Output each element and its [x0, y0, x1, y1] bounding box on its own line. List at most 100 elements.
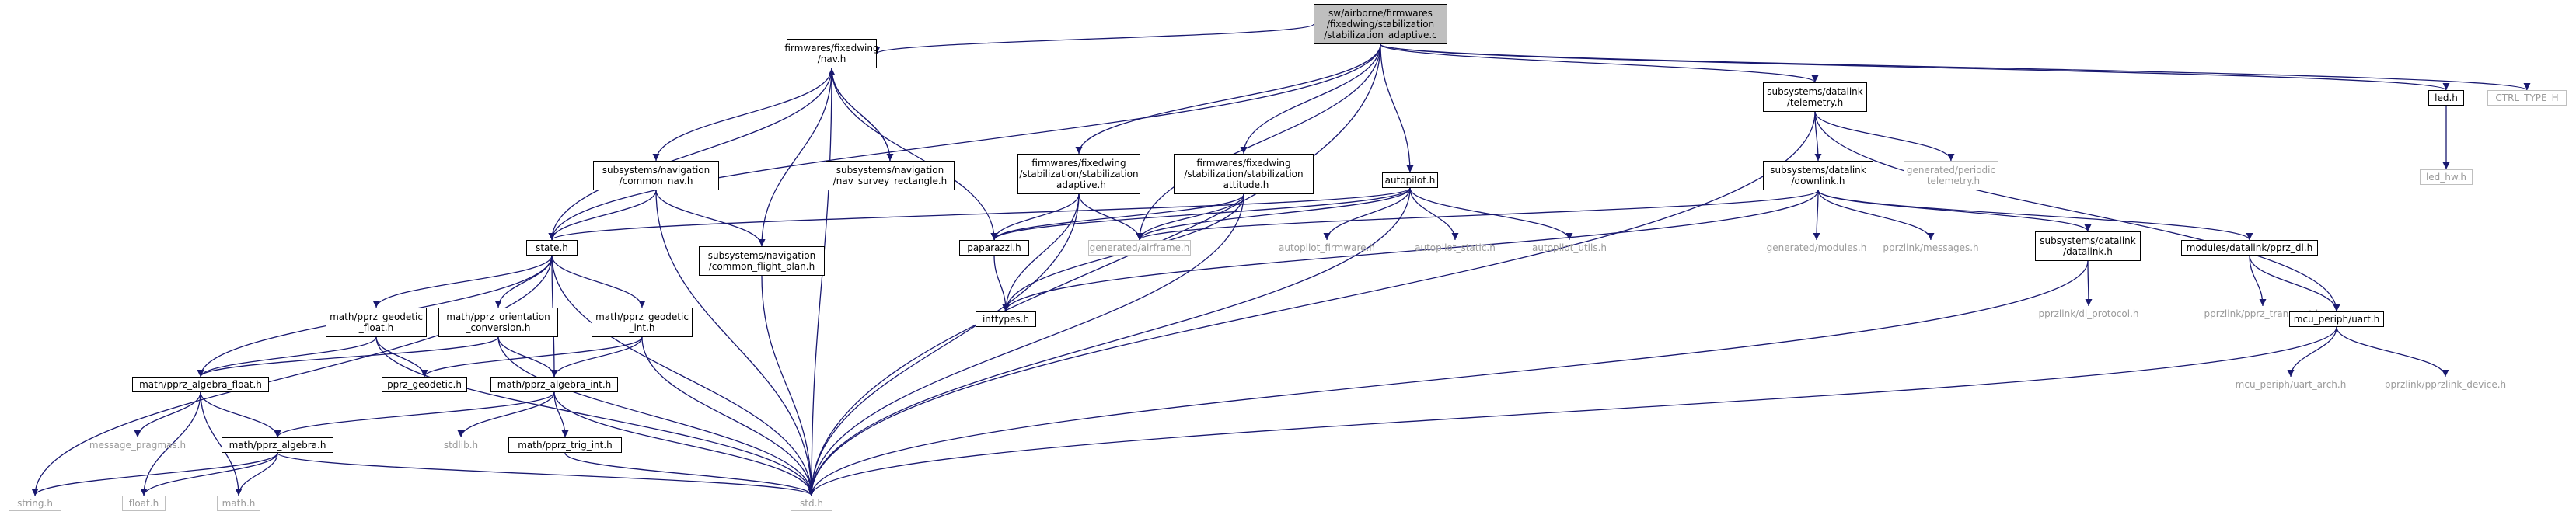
node-telemetry[interactable]: subsystems/datalink/telemetry.h	[1763, 82, 1867, 112]
edge-autopilot-to-std	[808, 187, 1411, 496]
node-label-line: /datalink.h	[2063, 246, 2113, 257]
edge-geodetic-int-to-pprz-geodetic	[421, 336, 643, 378]
node-stab-adaptive-h[interactable]: firmwares/fixedwing/stabilization/stabil…	[1017, 154, 1140, 194]
node-dl-protocol[interactable]: pprzlink/dl_protocol.h	[2032, 306, 2145, 322]
edge-common-nav-to-std	[655, 190, 815, 496]
node-geodetic-float[interactable]: math/pprz_geodetic_float.h	[326, 308, 427, 337]
node-label-line: math.h	[222, 498, 256, 509]
edge-stab-attitude-h-to-std	[808, 193, 1244, 496]
edge-pprz-dl-to-uart	[2249, 255, 2340, 312]
node-label-line: pprzlink/messages.h	[1883, 242, 1979, 253]
node-label-line: subsystems/navigation	[836, 165, 944, 176]
node-label-line: subsystems/datalink	[2040, 235, 2136, 246]
node-label-line: subsystems/navigation	[707, 250, 816, 261]
node-orientation-conversion[interactable]: math/pprz_orientation_conversion.h	[438, 308, 558, 337]
node-common-flight-plan[interactable]: subsystems/navigation/common_flight_plan…	[699, 246, 825, 276]
edge-state-to-std	[551, 255, 815, 496]
node-label-line: math/pprz_geodetic	[595, 311, 689, 322]
node-root: sw/airborne/firmwares/fixedwing/stabiliz…	[1314, 4, 1447, 44]
node-label-line: _int.h	[629, 322, 655, 333]
node-label-line: pprz_geodetic.h	[387, 379, 462, 390]
node-label-line: mcu_periph/uart.h	[2293, 314, 2380, 325]
node-label-line: subsystems/navigation	[602, 165, 710, 176]
node-generated-modules[interactable]: generated/modules.h	[1762, 240, 1871, 256]
node-pprzlink-device[interactable]: pprzlink/pprzlink_device.h	[2379, 377, 2511, 392]
edge-autopilot-to-paparazzi	[990, 187, 1411, 241]
edge-orientation-conversion-to-algebra-float	[197, 336, 499, 378]
edge-datalink-h-to-dl-protocol	[2085, 260, 2093, 307]
node-stab-attitude-h[interactable]: firmwares/fixedwing/stabilization/stabil…	[1174, 154, 1314, 194]
node-pprzlink-messages[interactable]: pprzlink/messages.h	[1880, 240, 1982, 256]
node-downlink[interactable]: subsystems/datalink/downlink.h	[1763, 161, 1873, 190]
node-algebra-int[interactable]: math/pprz_algebra_int.h	[490, 377, 618, 392]
node-uart-arch[interactable]: mcu_periph/uart_arch.h	[2228, 377, 2354, 392]
edge-common-nav-to-common-flight-plan	[655, 190, 766, 247]
edge-nav-to-std	[808, 68, 832, 496]
node-message-pragmas[interactable]: message_pragmas.h	[85, 437, 190, 453]
node-label-line: /common_nav.h	[619, 176, 693, 186]
node-label-line: message_pragmas.h	[89, 440, 187, 451]
edge-stab-adaptive-h-to-std	[808, 193, 1080, 496]
node-uart[interactable]: mcu_periph/uart.h	[2289, 311, 2384, 327]
node-float[interactable]: float.h	[122, 496, 166, 511]
node-pprz-algebra[interactable]: math/pprz_algebra.h	[222, 437, 333, 453]
edge-downlink-to-airframe	[1136, 190, 1819, 241]
node-led[interactable]: led.h	[2428, 90, 2464, 106]
node-stdlib[interactable]: stdlib.h	[439, 437, 483, 453]
node-algebra-float[interactable]: math/pprz_algebra_float.h	[132, 377, 269, 392]
node-ctrl-type[interactable]: CTRL_TYPE_H	[2487, 90, 2567, 106]
node-label-line: /telemetry.h	[1786, 97, 1844, 108]
node-label-line: _attitude.h	[1218, 179, 1269, 190]
node-led-hw[interactable]: led_hw.h	[2420, 169, 2473, 185]
node-label-line: /nav.h	[817, 54, 846, 64]
node-inttypes[interactable]: inttypes.h	[976, 311, 1036, 327]
edge-stab-attitude-h-to-paparazzi	[990, 193, 1244, 241]
edge-algebra-int-to-pprz-algebra	[274, 391, 555, 438]
node-nav[interactable]: firmwares/fixedwing/nav.h	[784, 39, 879, 68]
node-autopilot-firmware[interactable]: autopilot_firmware.h	[1272, 240, 1382, 256]
node-nav-survey[interactable]: subsystems/navigation/nav_survey_rectang…	[826, 161, 955, 190]
edge-pprz-dl-to-pprz-transport	[2249, 255, 2267, 307]
node-common-nav[interactable]: subsystems/navigation/common_nav.h	[593, 161, 719, 190]
node-paparazzi[interactable]: paparazzi.h	[959, 240, 1029, 256]
edge-root-to-nav	[873, 23, 1314, 54]
node-label-line: _float.h	[358, 322, 394, 333]
node-airframe[interactable]: generated/airframe.h	[1088, 240, 1191, 256]
node-label-line: paparazzi.h	[967, 242, 1021, 253]
node-label-line: autopilot_utils.h	[1532, 242, 1607, 253]
node-datalink-h[interactable]: subsystems/datalink/datalink.h	[2035, 231, 2141, 261]
edge-nav-survey-to-nav	[828, 68, 891, 162]
node-string[interactable]: string.h	[9, 496, 61, 511]
edge-root-to-stab-adaptive-h	[1075, 43, 1381, 155]
node-autopilot-utils[interactable]: autopilot_utils.h	[1525, 240, 1614, 256]
node-math[interactable]: math.h	[217, 496, 260, 511]
node-label-line: /common_flight_plan.h	[708, 261, 815, 272]
node-pprz-geodetic[interactable]: pprz_geodetic.h	[382, 377, 467, 392]
node-std[interactable]: std.h	[791, 496, 832, 511]
node-trig-int[interactable]: math/pprz_trig_int.h	[508, 437, 622, 453]
edge-stab-adaptive-h-to-inttypes	[1002, 193, 1080, 312]
node-state[interactable]: state.h	[526, 240, 578, 256]
edge-autopilot-to-autopilot-firmware	[1323, 187, 1411, 241]
node-label-line: inttypes.h	[982, 314, 1030, 325]
edge-nav-to-state	[548, 68, 832, 241]
edge-common-flight-plan-to-std	[761, 275, 815, 496]
node-autopilot-static[interactable]: autopilot_static.h	[1408, 240, 1502, 256]
edge-root-to-airframe	[1136, 43, 1381, 241]
node-label-line: generated/periodic	[1906, 165, 1996, 176]
node-label-line: math/pprz_orientation	[446, 311, 550, 322]
edge-autopilot-to-autopilot-static	[1409, 187, 1459, 241]
node-label-line: _conversion.h	[466, 322, 531, 333]
node-label-line: generated/modules.h	[1766, 242, 1867, 253]
edge-algebra-int-to-trig-int	[553, 391, 569, 438]
node-autopilot[interactable]: autopilot.h	[1382, 172, 1438, 188]
node-pprz-dl[interactable]: modules/datalink/pprz_dl.h	[2181, 240, 2318, 256]
node-periodic-telemetry[interactable]: generated/periodic_telemetry.h	[1904, 161, 1998, 190]
node-label-line: stdlib.h	[443, 440, 479, 451]
node-label-line: math/pprz_geodetic	[330, 311, 423, 322]
edge-autopilot-to-autopilot-utils	[1409, 187, 1573, 241]
node-geodetic-int[interactable]: math/pprz_geodetic_int.h	[592, 308, 693, 337]
node-label-line: sw/airborne/firmwares	[1328, 8, 1433, 19]
edge-algebra-float-to-math	[200, 391, 243, 496]
